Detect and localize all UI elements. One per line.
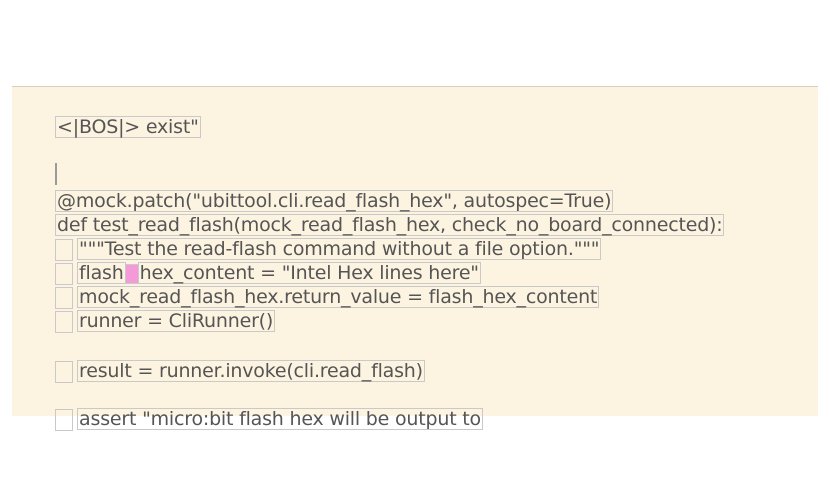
code-line-1[interactable]: <|BOS|> exist" (20, 91, 201, 138)
text-cursor (55, 162, 58, 185)
code-line-text: def test_read_flash(mock_read_flash_hex,… (55, 214, 725, 236)
code-line-text: <|BOS|> exist" (55, 116, 201, 138)
code-line-10[interactable]: assert "micro:bit flash hex will be outp… (20, 383, 483, 431)
code-line-text-after: hex_content = "Intel Hex lines here" (137, 262, 481, 284)
code-line-text: @mock.patch("ubittool.cli.read_flash_hex… (55, 190, 614, 212)
code-line-9[interactable]: result = runner.invoke(cli.read_flash) (20, 335, 425, 383)
indent-guide (55, 286, 74, 309)
code-editor-panel[interactable]: <|BOS|> exist" @mock.patch("ubittool.cli… (12, 86, 818, 431)
code-line-text: runner = CliRunner() (77, 310, 276, 332)
code-line-text: result = runner.invoke(cli.read_flash) (77, 360, 425, 382)
code-line-5[interactable]: """Test the read-flash command without a… (20, 213, 602, 261)
indent-guide (55, 238, 74, 261)
indent-guide (55, 360, 74, 383)
code-line-text: assert "micro:bit flash hex will be outp… (77, 408, 483, 430)
indent-guide (55, 310, 74, 333)
code-line-8[interactable]: runner = CliRunner() (20, 285, 276, 333)
indent-guide (55, 408, 74, 431)
code-line-2[interactable] (20, 137, 58, 185)
code-line-4[interactable]: def test_read_flash(mock_read_flash_hex,… (20, 189, 725, 236)
code-line-7[interactable]: mock_read_flash_hex.return_value = flash… (20, 261, 600, 309)
code-line-text: """Test the read-flash command without a… (77, 238, 602, 260)
code-line-text: mock_read_flash_hex.return_value = flash… (77, 286, 600, 308)
indent-guide (55, 262, 74, 285)
code-line-3[interactable]: @mock.patch("ubittool.cli.read_flash_hex… (20, 165, 614, 212)
